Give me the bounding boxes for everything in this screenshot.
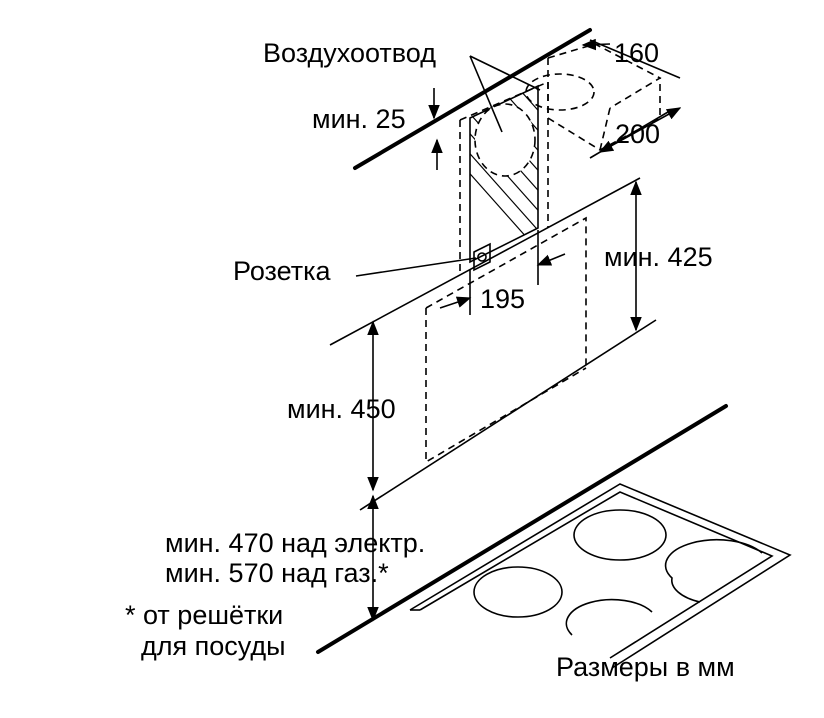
dim-200 (589, 107, 682, 159)
dim-160 (581, 38, 681, 79)
cooktop-burner (473, 566, 563, 618)
cooktop-burner (664, 538, 763, 603)
hood-top-reference-line (329, 177, 641, 346)
cooktop (409, 483, 792, 669)
label-dim-200: 200 (615, 119, 660, 149)
hood-bottom-reference-line (359, 319, 657, 511)
label-min-425: мин. 425 (604, 242, 713, 272)
label-socket: Розетка (233, 256, 332, 286)
socket-leader (355, 257, 477, 277)
label-air-outlet: Воздухоотвод (263, 38, 436, 68)
footnote-line-2: для посуды (141, 631, 286, 661)
cooktop-burner (565, 598, 653, 636)
dim-195 (439, 230, 566, 315)
worktop-line (316, 404, 728, 654)
label-min-470: мин. 470 над электр. (165, 528, 425, 558)
socket-icon (473, 242, 491, 272)
chimney-cover (459, 81, 549, 275)
footnote-line-1: * от решётки (125, 600, 283, 630)
label-dim-160: 160 (614, 38, 659, 68)
cooktop-burner (573, 509, 667, 561)
label-min-450: мин. 450 (287, 394, 396, 424)
dim-min-25 (428, 88, 443, 170)
label-dim-195: 195 (480, 284, 525, 314)
label-min-25: мин. 25 (312, 104, 406, 134)
label-min-570: мин. 570 над газ.* (165, 558, 389, 588)
ceiling-line (353, 28, 592, 170)
units-note: Размеры в мм (556, 652, 735, 682)
air-outlet-leaders (469, 55, 541, 133)
